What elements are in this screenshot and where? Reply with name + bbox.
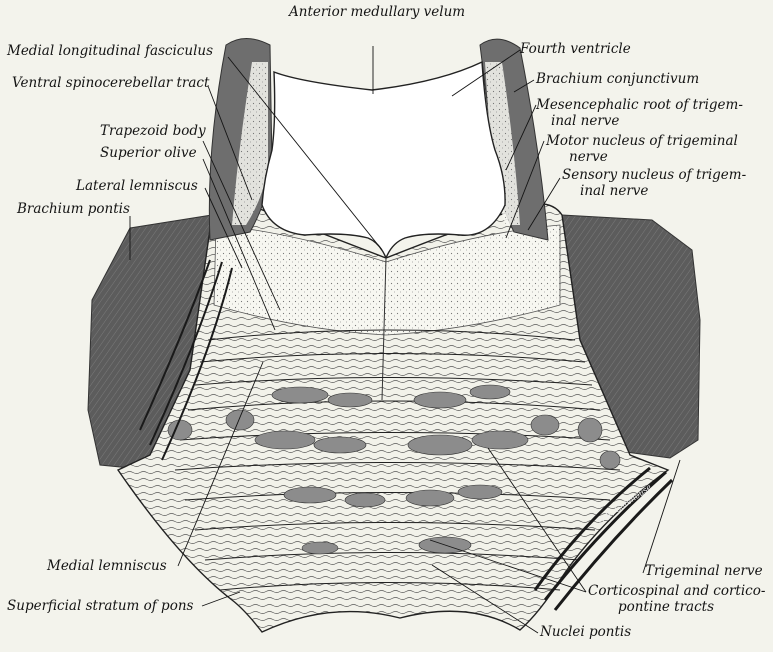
label-trigeminal-nerve: Trigeminal nerve	[645, 564, 763, 579]
label-superficial-stratum-of-pons: Superficial stratum of pons	[7, 599, 193, 614]
label-sensory-nucleus-line2: inal nerve	[580, 184, 648, 199]
label-ventral-spinocerebellar-tract: Ventral spinocerebellar tract	[12, 76, 209, 91]
label-mesencephalic-root-line2: inal nerve	[551, 114, 619, 129]
label-medial-longitudinal-fasciculus: Medial longitudinal fasciculus	[7, 44, 213, 59]
label-lateral-lemniscus: Lateral lemniscus	[76, 179, 198, 194]
label-mesencephalic-root-line1: Mesencephalic root of trigem-	[536, 98, 743, 113]
label-motor-nucleus-line1: Motor nucleus of trigeminal	[546, 134, 738, 149]
label-trapezoid-body: Trapezoid body	[100, 124, 206, 139]
fourth-ventricle	[262, 62, 505, 258]
label-motor-nucleus-line2: nerve	[569, 150, 608, 165]
label-anterior-medullary-velum: Anterior medullary velum	[289, 5, 465, 20]
label-medial-lemniscus: Medial lemniscus	[47, 559, 167, 574]
label-corticospinal-line1: Corticospinal and cortico-	[588, 584, 765, 599]
label-brachium-pontis: Brachium pontis	[17, 202, 130, 217]
label-sensory-nucleus-line1: Sensory nucleus of trigem-	[562, 168, 746, 183]
label-nuclei-pontis: Nuclei pontis	[540, 625, 631, 640]
label-fourth-ventricle: Fourth ventricle	[520, 42, 631, 57]
label-corticospinal-line2: pontine tracts	[618, 600, 714, 615]
label-superior-olive: Superior olive	[100, 146, 197, 161]
label-brachium-conjunctivum: Brachium conjunctivum	[536, 72, 699, 87]
